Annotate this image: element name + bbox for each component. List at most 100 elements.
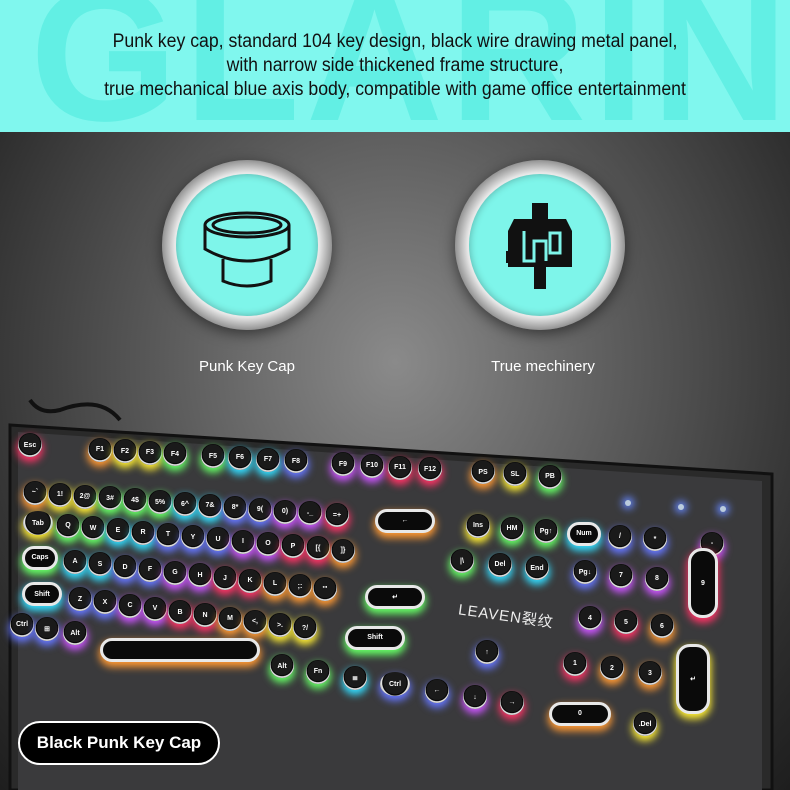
key[interactable]: Shift (22, 582, 62, 607)
key[interactable]: → (500, 690, 524, 715)
key[interactable]: |\ (450, 549, 474, 574)
key[interactable]: >. (268, 613, 292, 638)
key[interactable]: F4 (163, 442, 187, 466)
key[interactable]: SL (503, 462, 527, 487)
key[interactable]: Ctrl (380, 672, 410, 697)
key[interactable]: PB (538, 464, 562, 489)
key[interactable]: E (106, 518, 130, 543)
key[interactable]: M (218, 606, 242, 631)
key[interactable]: ?/ (293, 616, 317, 641)
key[interactable]: =+ (325, 503, 349, 528)
key[interactable]: Alt (270, 654, 294, 679)
key[interactable]: L (263, 571, 287, 596)
key[interactable]: F12 (418, 457, 442, 482)
key[interactable]: G (163, 560, 187, 585)
key[interactable]: ]} (331, 538, 355, 563)
key[interactable]: F3 (138, 440, 162, 465)
key[interactable]: F7 (256, 447, 280, 472)
key[interactable]: 7 (609, 563, 633, 588)
key[interactable]: C (118, 593, 142, 618)
key[interactable]: 3# (98, 486, 122, 511)
key[interactable]: W (81, 516, 105, 541)
key[interactable]: <, (243, 609, 267, 634)
key[interactable]: 3 (638, 661, 662, 686)
key[interactable]: F9 (331, 452, 355, 477)
key[interactable]: ≣ (343, 665, 367, 690)
key[interactable]: F5 (201, 444, 225, 469)
key[interactable]: 2@ (73, 484, 97, 509)
key[interactable]: T (156, 522, 180, 547)
key[interactable]: 7& (198, 493, 222, 518)
key[interactable]: D (113, 555, 137, 579)
key[interactable]: Del (488, 552, 512, 577)
key[interactable]: V (143, 596, 167, 621)
key[interactable]: [{ (306, 536, 330, 561)
key[interactable]: Q (56, 513, 80, 538)
key[interactable] (100, 637, 260, 662)
key[interactable]: F8 (284, 449, 308, 474)
key[interactable]: 6^ (173, 492, 197, 516)
key[interactable]: I (231, 529, 255, 554)
key[interactable]: Ins (466, 513, 490, 538)
key[interactable]: ↓ (463, 685, 487, 709)
key[interactable]: -_ (298, 501, 322, 526)
key[interactable]: F10 (360, 453, 384, 478)
key[interactable]: H (188, 563, 212, 588)
key[interactable]: Alt (63, 621, 87, 645)
key[interactable]: Caps (22, 545, 58, 570)
key[interactable]: Ctrl (10, 612, 34, 637)
key[interactable]: N (193, 603, 217, 628)
key[interactable]: Fn (306, 659, 330, 684)
key[interactable]: 5 (614, 610, 638, 635)
key[interactable]: HM (500, 516, 524, 541)
key[interactable]: 8* (223, 495, 247, 520)
key[interactable]: 9( (248, 497, 272, 522)
key[interactable]: Pg↓ (573, 560, 597, 585)
key[interactable]: 9 (688, 548, 718, 619)
key[interactable]: K (238, 568, 262, 593)
key[interactable]: Num (567, 521, 601, 546)
key[interactable]: 1 (563, 651, 587, 676)
key[interactable]: S (88, 552, 112, 577)
key[interactable]: 8 (645, 566, 669, 591)
key[interactable]: ↑ (475, 640, 499, 665)
key[interactable]: F1 (88, 437, 112, 462)
key[interactable]: 5% (148, 490, 172, 515)
key[interactable]: ↵ (676, 643, 710, 714)
key[interactable]: F6 (228, 445, 252, 470)
key[interactable]: 4 (578, 606, 602, 631)
key[interactable]: 2 (600, 656, 624, 681)
key[interactable]: F2 (113, 439, 137, 463)
key[interactable]: 1! (48, 482, 72, 507)
key[interactable]: '" (313, 577, 337, 601)
key[interactable]: R (131, 520, 155, 545)
key[interactable]: 0 (549, 701, 611, 726)
key[interactable]: Shift (345, 625, 405, 650)
key[interactable]: 0) (273, 499, 297, 524)
key[interactable]: PS (471, 460, 495, 485)
key[interactable]: P (281, 534, 305, 559)
key[interactable]: ← (375, 508, 435, 533)
key[interactable]: ← (425, 678, 449, 703)
key[interactable]: 4$ (123, 488, 147, 513)
key[interactable]: ⊞ (35, 616, 59, 641)
key[interactable]: Y (181, 525, 205, 550)
key[interactable]: X (93, 590, 117, 615)
key[interactable]: ~` (23, 480, 47, 505)
key[interactable]: * (643, 527, 667, 552)
key[interactable]: Z (68, 587, 92, 612)
key[interactable]: O (256, 531, 280, 556)
key[interactable]: F11 (388, 455, 412, 480)
key[interactable]: ↵ (365, 584, 425, 609)
key[interactable]: F (138, 557, 162, 582)
key[interactable]: End (525, 556, 549, 581)
key[interactable]: 6 (650, 614, 674, 639)
key[interactable]: / (608, 524, 632, 549)
key[interactable]: Tab (23, 511, 53, 536)
key[interactable]: Pg↑ (534, 519, 558, 544)
key[interactable]: U (206, 527, 230, 552)
key[interactable]: J (213, 566, 237, 590)
key[interactable]: ;: (288, 574, 312, 599)
key[interactable]: A (63, 549, 87, 574)
key[interactable]: Esc (18, 433, 42, 458)
